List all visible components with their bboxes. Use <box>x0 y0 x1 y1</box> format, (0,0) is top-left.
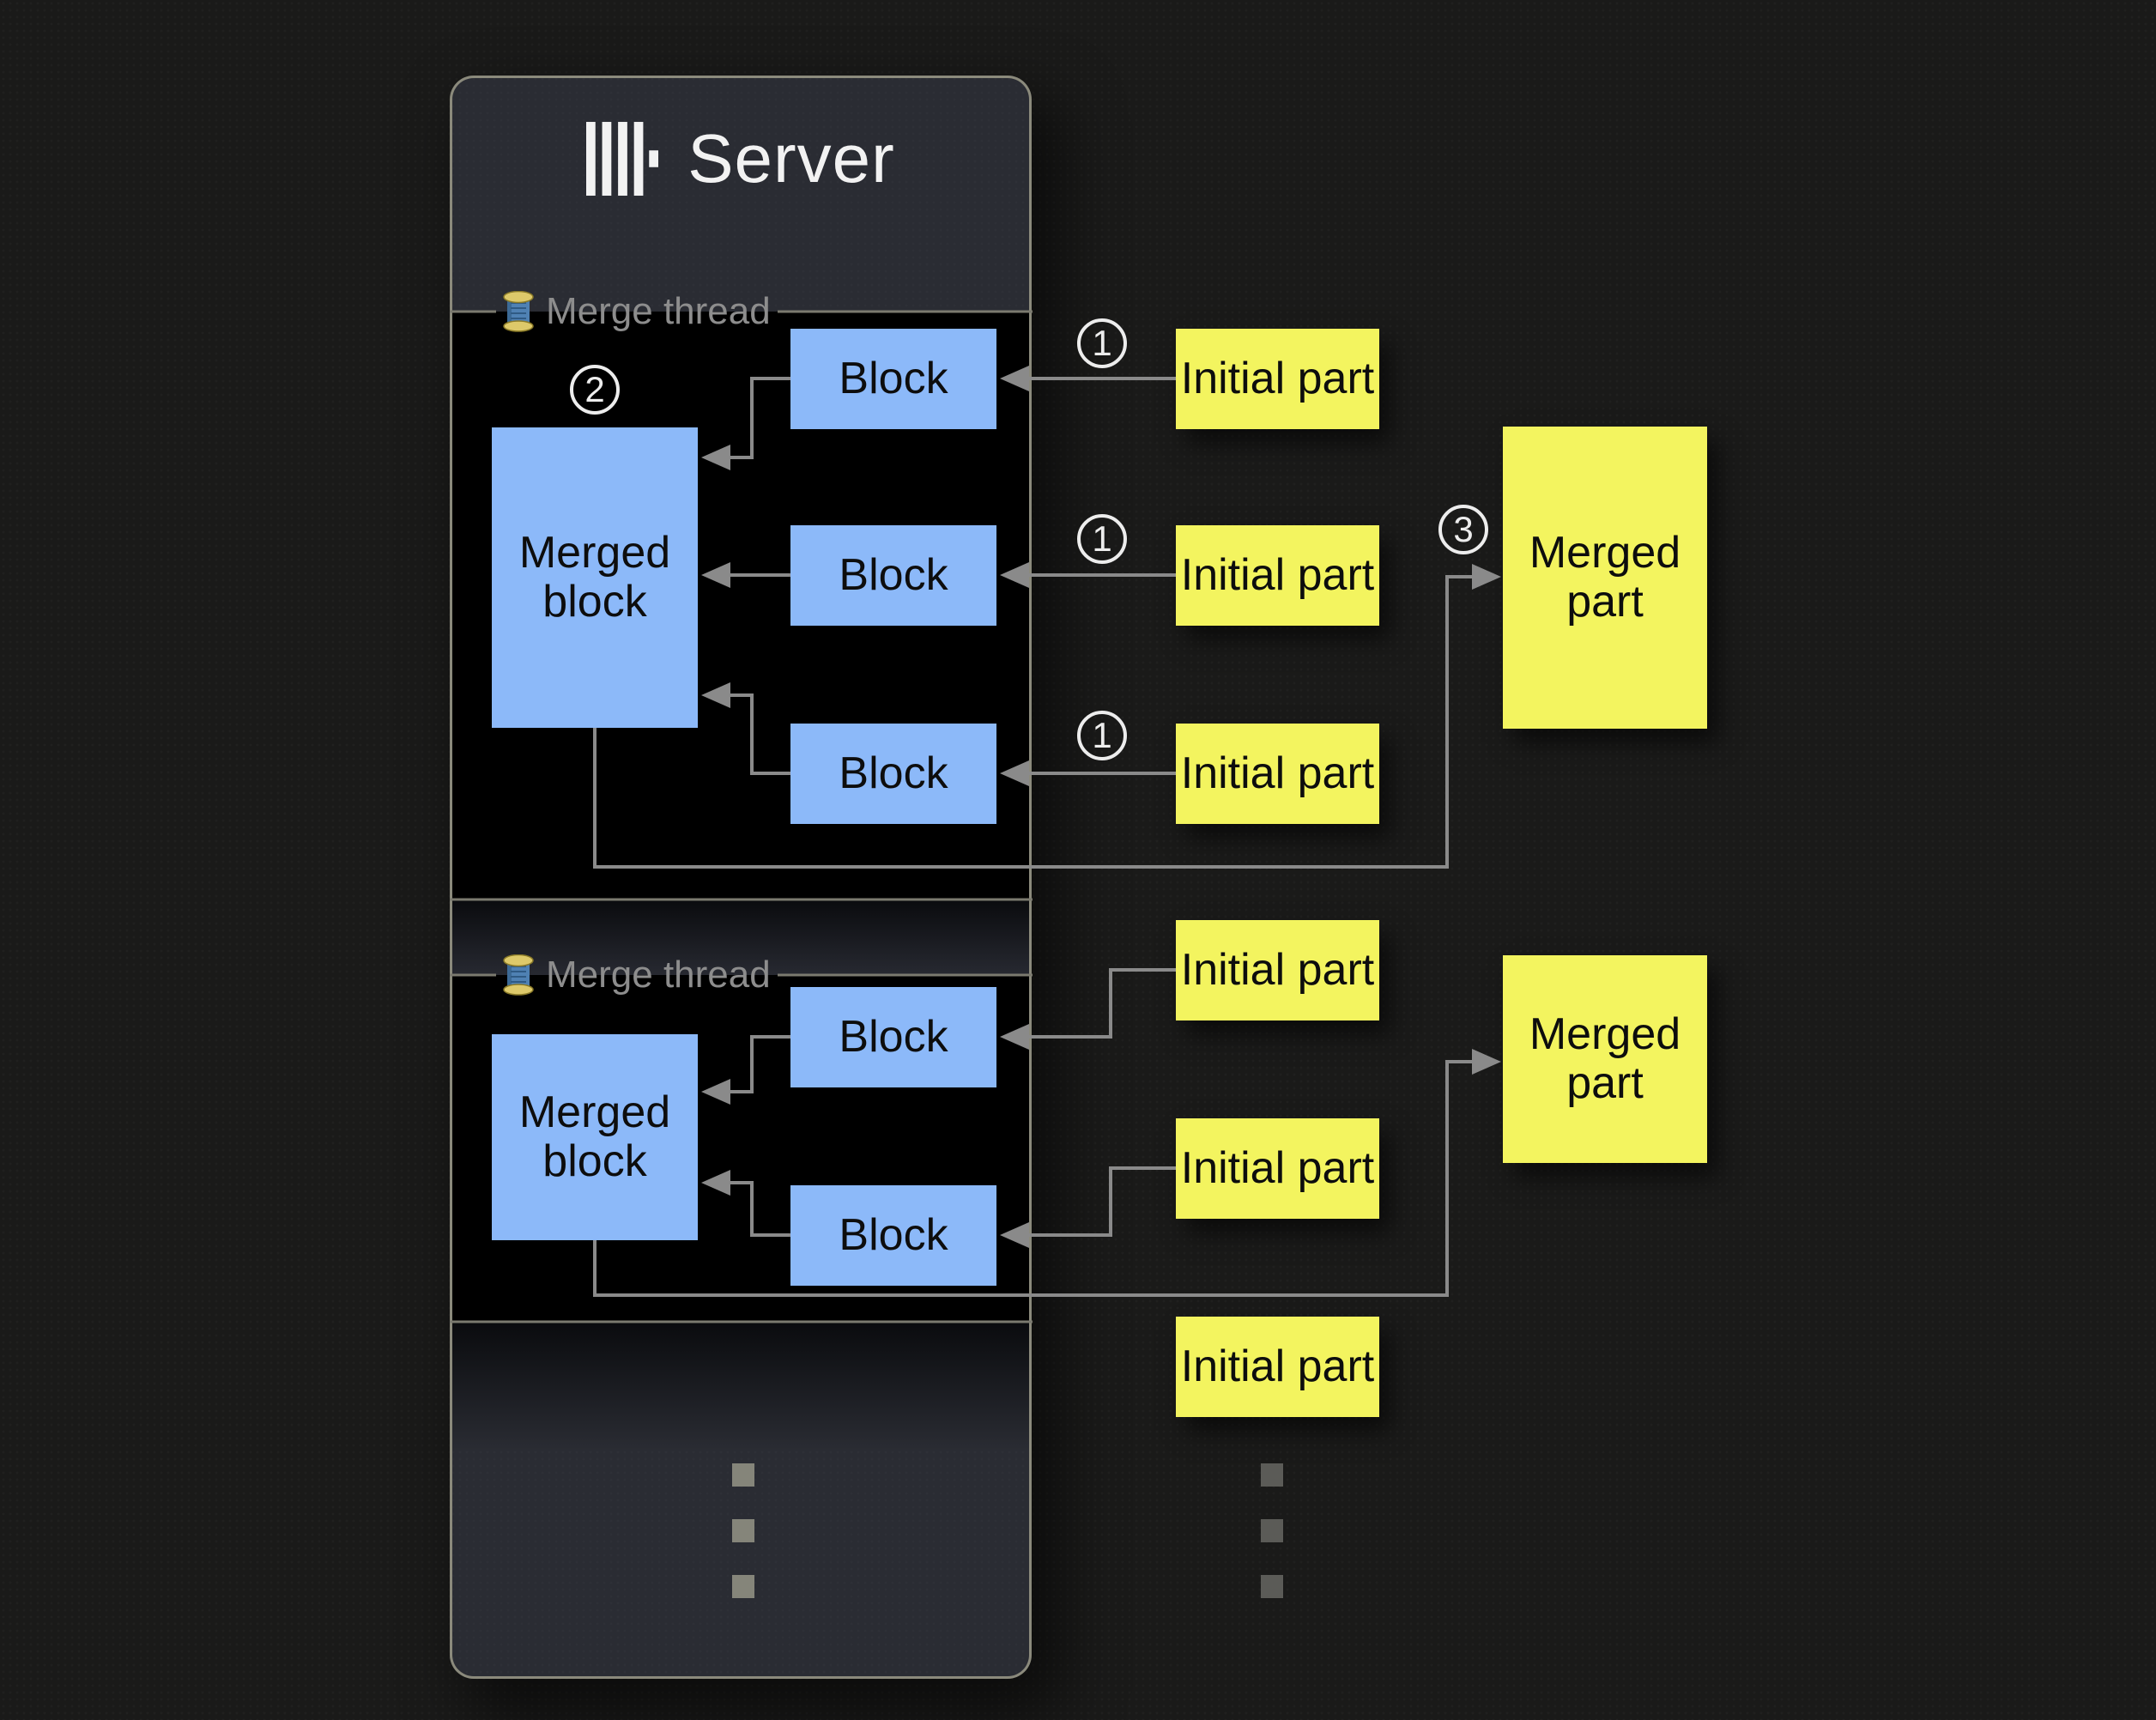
initial-part: Initial part <box>1176 920 1379 1020</box>
thread-spool-icon <box>503 954 534 996</box>
step-1-badge: 1 <box>1077 318 1127 368</box>
initial-part5-to-block-line <box>1027 1166 1176 1237</box>
arrowhead-right <box>1472 1049 1501 1075</box>
merged-block: Merged block <box>492 427 698 728</box>
dot <box>732 1519 754 1542</box>
block: Block <box>790 1185 996 1286</box>
step-1-badge: 1 <box>1077 711 1127 760</box>
step-3-badge: 3 <box>1438 505 1488 554</box>
step-2-badge: 2 <box>570 365 620 415</box>
initial-part: Initial part <box>1176 1317 1379 1417</box>
initial-part: Initial part <box>1176 724 1379 824</box>
arrowhead-right <box>1472 564 1501 590</box>
merged-part: Merged part <box>1503 427 1707 729</box>
region-2-shadow-fade <box>452 1322 1029 1450</box>
block: Block <box>790 329 996 429</box>
block: Block <box>790 525 996 626</box>
dot <box>732 1575 754 1598</box>
block: Block <box>790 724 996 824</box>
region-1-shadow-fade <box>452 899 1029 975</box>
dot <box>1261 1575 1283 1598</box>
merge-thread-legend-2: Merge thread <box>503 954 771 996</box>
server-title: Server <box>687 120 895 197</box>
merge-thread-legend-1: Merge thread <box>503 290 771 333</box>
clickhouse-bars-icon <box>586 122 659 196</box>
dot <box>732 1463 754 1487</box>
dot <box>1261 1463 1283 1487</box>
dot <box>1261 1519 1283 1542</box>
initial-part4-to-block-line <box>1027 968 1176 1039</box>
step-1-badge: 1 <box>1077 514 1127 564</box>
server-panel: Server Merge thread Merge thread <box>450 76 1032 1679</box>
merge-thread-label: Merge thread <box>546 954 771 996</box>
initial-part: Initial part <box>1176 1118 1379 1219</box>
merged-block: Merged block <box>492 1034 698 1240</box>
initial-part: Initial part <box>1176 525 1379 626</box>
vertical-ellipsis-dots <box>732 1463 754 1598</box>
thread-spool-icon <box>503 291 534 332</box>
merge-thread-label: Merge thread <box>546 290 771 332</box>
block: Block <box>790 987 996 1087</box>
vertical-ellipsis-dots <box>1261 1463 1283 1598</box>
initial-part: Initial part <box>1176 329 1379 429</box>
merged-part: Merged part <box>1503 955 1707 1163</box>
server-header: Server <box>450 112 1032 206</box>
